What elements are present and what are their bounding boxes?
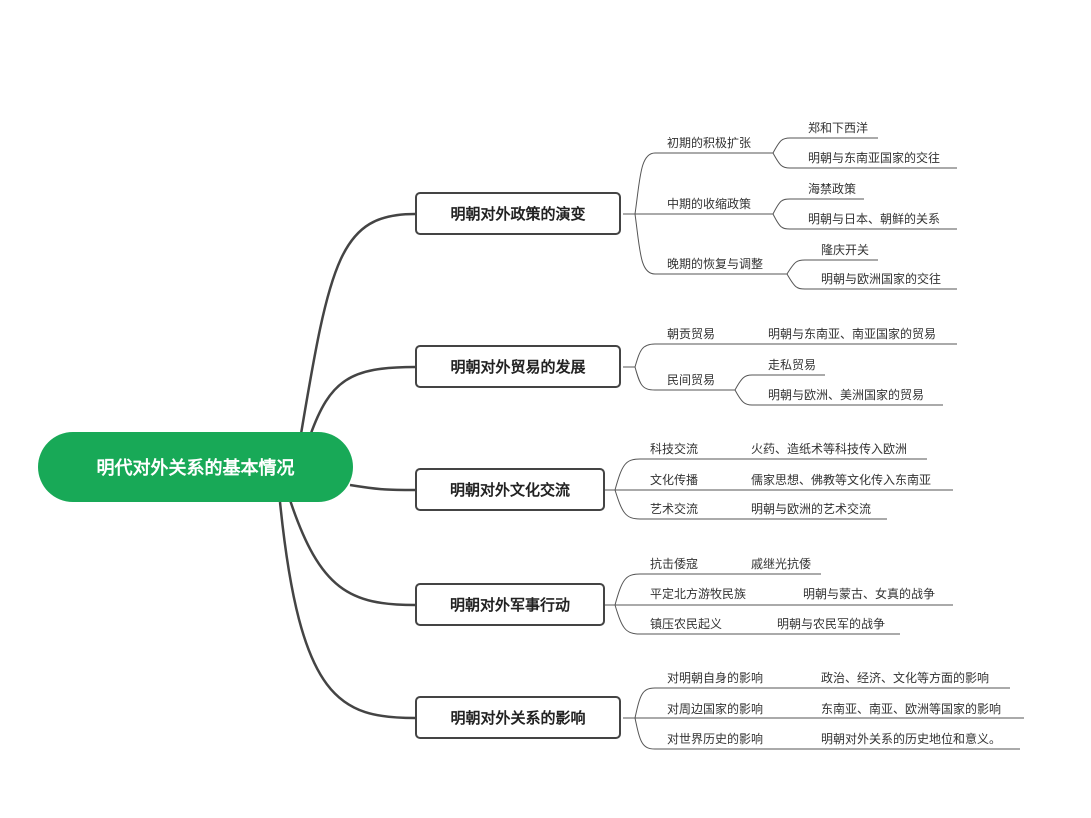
subtopic-item[interactable]: 走私贸易 [768, 358, 817, 372]
subtopic-item[interactable]: 郑和下西洋 [808, 121, 869, 135]
topic-item[interactable]: 初期的积极扩张 [667, 136, 752, 150]
subtopic-item[interactable]: 东南亚、南亚、欧洲等国家的影响 [821, 702, 1002, 716]
branch-label: 明朝对外政策的演变 [450, 205, 586, 223]
branch-label: 明朝对外关系的影响 [450, 709, 586, 727]
branch-label: 明朝对外军事行动 [449, 596, 570, 614]
subtopic-item[interactable]: 明朝与欧洲、美洲国家的贸易 [768, 388, 925, 402]
subtopic-item[interactable]: 明朝与东南亚、南亚国家的贸易 [768, 327, 937, 341]
topic-item[interactable]: 民间贸易 [667, 373, 716, 387]
topic-item[interactable]: 对明朝自身的影响 [667, 671, 764, 685]
topic-item[interactable]: 晚期的恢复与调整 [667, 257, 764, 271]
topic-item[interactable]: 对世界历史的影响 [667, 732, 764, 746]
subtopic-item[interactable]: 明朝与蒙古、女真的战争 [803, 587, 936, 601]
topic-item[interactable]: 文化传播 [650, 473, 699, 487]
topic-item[interactable]: 镇压农民起义 [650, 617, 723, 631]
topic-item[interactable]: 科技交流 [650, 442, 699, 456]
subtopic-item[interactable]: 政治、经济、文化等方面的影响 [821, 671, 990, 685]
branch-military[interactable]: 明朝对外军事行动 [415, 583, 605, 626]
subtopic-item[interactable]: 明朝对外关系的历史地位和意义。 [821, 732, 1002, 746]
root-label: 明代对外关系的基本情况 [96, 458, 295, 479]
topic-item[interactable]: 中期的收缩政策 [667, 197, 752, 211]
topic-item[interactable]: 对周边国家的影响 [667, 702, 764, 716]
branch-impact[interactable]: 明朝对外关系的影响 [415, 696, 621, 739]
subtopic-item[interactable]: 明朝与农民军的战争 [777, 617, 886, 631]
subtopic-item[interactable]: 海禁政策 [808, 182, 857, 196]
branch-label: 明朝对外贸易的发展 [450, 358, 586, 376]
branch-culture[interactable]: 明朝对外文化交流 [415, 468, 605, 511]
sub-connectors [605, 137, 1024, 750]
subtopic-item[interactable]: 儒家思想、佛教等文化传入东南亚 [751, 473, 932, 487]
branch-trade[interactable]: 明朝对外贸易的发展 [415, 345, 621, 388]
branch-policy[interactable]: 明朝对外政策的演变 [415, 192, 621, 235]
subtopic-item[interactable]: 火药、造纸术等科技传入欧洲 [751, 442, 908, 456]
subtopic-item[interactable]: 明朝与日本、朝鲜的关系 [808, 212, 941, 226]
branch-label: 明朝对外文化交流 [449, 481, 570, 499]
topic-item[interactable]: 抗击倭寇 [650, 557, 699, 571]
subtopic-item[interactable]: 明朝与东南亚国家的交往 [808, 151, 941, 165]
subtopic-item[interactable]: 明朝与欧洲的艺术交流 [751, 502, 872, 516]
topic-item[interactable]: 艺术交流 [650, 502, 699, 516]
root-connectors [278, 212, 416, 720]
topic-item[interactable]: 朝贡贸易 [667, 327, 716, 341]
subtopic-item[interactable]: 明朝与欧洲国家的交往 [821, 272, 942, 286]
root-node[interactable]: 明代对外关系的基本情况 [38, 432, 353, 502]
subtopic-item[interactable]: 隆庆开关 [821, 243, 870, 257]
topic-item[interactable]: 平定北方游牧民族 [650, 587, 747, 601]
subtopic-item[interactable]: 戚继光抗倭 [751, 557, 812, 571]
